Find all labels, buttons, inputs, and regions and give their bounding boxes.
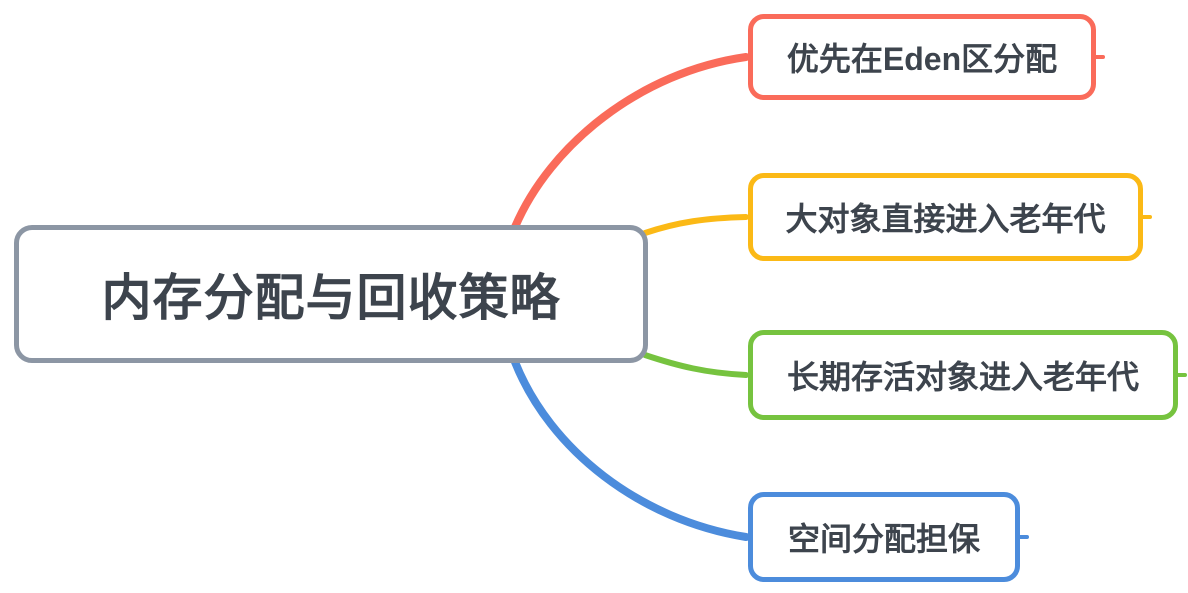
root-topic[interactable]: 内存分配与回收策略	[14, 225, 648, 363]
branch-node-large-object[interactable]: 大对象直接进入老年代	[748, 173, 1143, 261]
connector-large-object	[642, 214, 749, 236]
root-topic-label: 内存分配与回收策略	[101, 270, 561, 326]
connector-space-guarantee	[511, 358, 750, 541]
branch-label-long-lived: 长期存活对象进入老年代	[786, 359, 1139, 395]
connector-long-lived	[642, 352, 749, 378]
connector-eden	[511, 53, 750, 231]
branch-node-space-guarantee[interactable]: 空间分配担保	[748, 492, 1020, 582]
branch-label-space-guarantee: 空间分配担保	[787, 521, 980, 557]
branch-label-large-object: 大对象直接进入老年代	[785, 201, 1106, 237]
branch-node-eden[interactable]: 优先在Eden区分配	[748, 14, 1096, 100]
branch-label-eden: 优先在Eden区分配	[786, 41, 1058, 77]
branch-node-long-lived[interactable]: 长期存活对象进入老年代	[748, 330, 1178, 420]
